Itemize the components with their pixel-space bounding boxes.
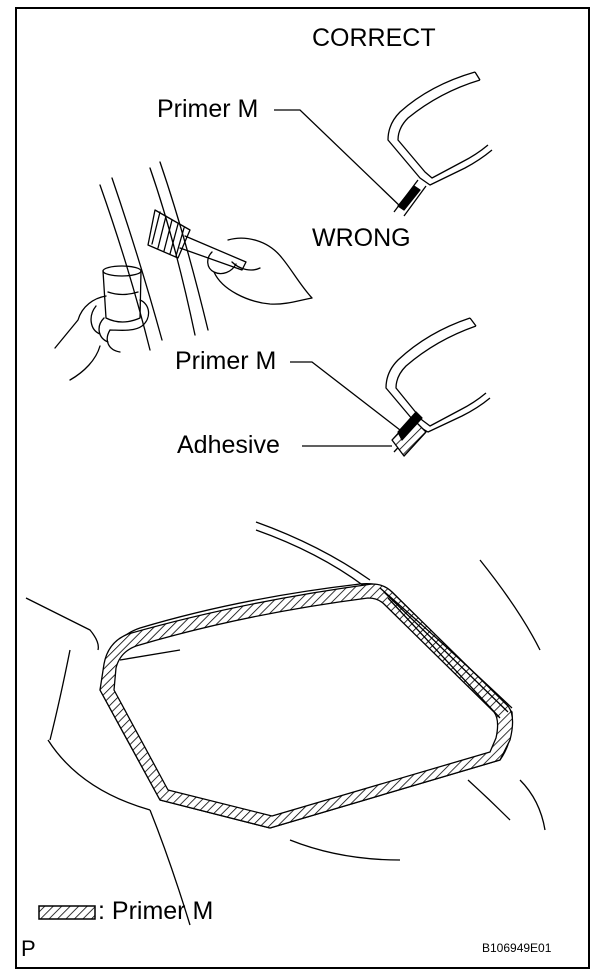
label-adhesive: Adhesive: [177, 431, 280, 459]
panel-edge-lines: [99, 161, 209, 351]
label-primer-top: Primer M: [157, 95, 259, 123]
label-wrong: WRONG: [312, 224, 411, 252]
leader-primer-middle: [290, 361, 401, 431]
figure-border: [15, 7, 590, 969]
wrong-detail: [387, 71, 493, 217]
leader-primer-top: [274, 109, 403, 209]
primer-cup: [102, 265, 142, 323]
right-hand: [207, 237, 313, 305]
wrong-primer-band: [397, 185, 421, 211]
label-primer-middle: Primer M: [175, 347, 277, 375]
body-contour-lines: [25, 521, 546, 926]
primer-band-opening: [99, 583, 514, 829]
window-opening-illustration: [25, 521, 546, 926]
adhesive-glass-outline: [385, 317, 491, 433]
adhesive-detail: [385, 317, 491, 457]
primer-band: [397, 411, 423, 441]
legend-swatch: [38, 905, 96, 920]
glass-edge-lines: [379, 587, 513, 719]
corner-mark: P: [21, 936, 36, 961]
label-correct: CORRECT: [312, 24, 436, 52]
primer-brush: [147, 209, 247, 271]
primer-application-illustration: [54, 161, 313, 381]
figure-code: B106949E01: [482, 941, 552, 955]
legend-text: : Primer M: [98, 897, 214, 925]
left-hand: [54, 295, 150, 381]
wrong-glass-outline: [387, 71, 493, 186]
